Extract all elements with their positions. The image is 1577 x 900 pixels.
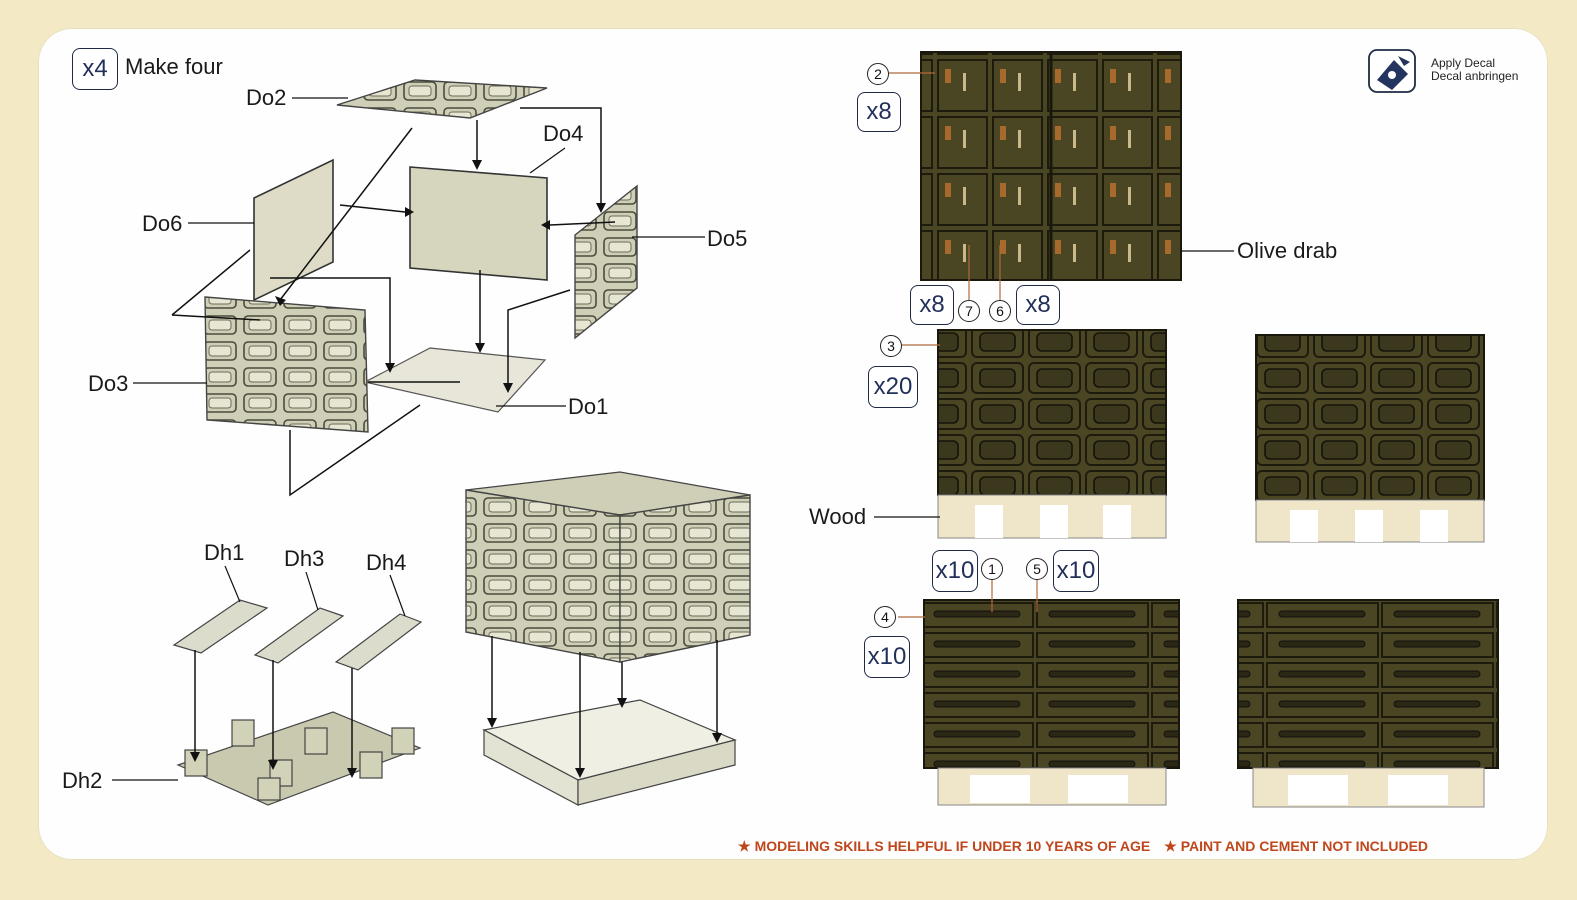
quantity-badge: x10 xyxy=(1053,550,1099,592)
color-label-olive: Olive drab xyxy=(1237,238,1338,263)
part-label-do1: Do1 xyxy=(568,394,609,419)
olive-side-view-plain xyxy=(1237,599,1499,808)
decal-icon xyxy=(1368,49,1416,93)
quantity-badge: x8 xyxy=(910,285,954,325)
quantity-badge: x20 xyxy=(868,366,918,408)
exploded-assembly xyxy=(171,79,638,497)
decal-note-line1: Apply Decal xyxy=(1431,56,1496,70)
part-label-do5: Do5 xyxy=(707,226,748,251)
part-label-do3: Do3 xyxy=(88,371,129,396)
olive-top-view xyxy=(920,51,1182,281)
quantity-badge: x8 xyxy=(1016,285,1060,325)
part-label-do6: Do6 xyxy=(142,211,183,236)
callout-1: 1 xyxy=(981,558,1003,580)
quantity-badge-make: x4 xyxy=(72,48,118,90)
olive-front-view-plain xyxy=(1255,334,1485,543)
callout-3: 3 xyxy=(880,335,902,357)
decal-leaders xyxy=(889,72,1038,618)
footer-warnings: ★MODELING SKILLS HELPFUL IF UNDER 10 YEA… xyxy=(738,838,1428,855)
callout-4: 4 xyxy=(874,606,896,628)
warning-age: MODELING SKILLS HELPFUL IF UNDER 10 YEAR… xyxy=(754,838,1151,854)
part-label-dh1: Dh1 xyxy=(204,540,245,565)
leader-lines xyxy=(112,97,1234,781)
quantity-badge: x8 xyxy=(857,92,901,132)
make-four-label: Make four xyxy=(125,54,223,79)
star-icon: ★ xyxy=(1164,838,1177,854)
stack-on-pallet xyxy=(465,471,751,806)
decal-note: Apply Decal Decal anbringen xyxy=(1431,57,1518,83)
quantity-badge: x10 xyxy=(932,550,978,592)
part-label-do2: Do2 xyxy=(246,85,287,110)
part-label-dh2: Dh2 xyxy=(62,768,103,793)
callout-5: 5 xyxy=(1026,558,1048,580)
warning-paint: PAINT AND CEMENT NOT INCLUDED xyxy=(1180,838,1429,854)
part-label-do4: Do4 xyxy=(543,121,584,146)
pallet-exploded xyxy=(172,599,423,806)
callout-6: 6 xyxy=(989,300,1011,322)
callout-7: 7 xyxy=(958,300,980,322)
olive-side-view-decaled xyxy=(923,599,1180,806)
quantity-badge: x10 xyxy=(864,636,910,678)
callout-2: 2 xyxy=(867,63,889,85)
olive-front-view-decaled xyxy=(937,329,1167,539)
star-icon: ★ xyxy=(738,838,751,854)
part-label-dh4: Dh4 xyxy=(366,550,407,575)
color-label-wood: Wood xyxy=(809,504,867,529)
decal-note-line2: Decal anbringen xyxy=(1431,69,1519,83)
part-label-dh3: Dh3 xyxy=(284,546,325,571)
